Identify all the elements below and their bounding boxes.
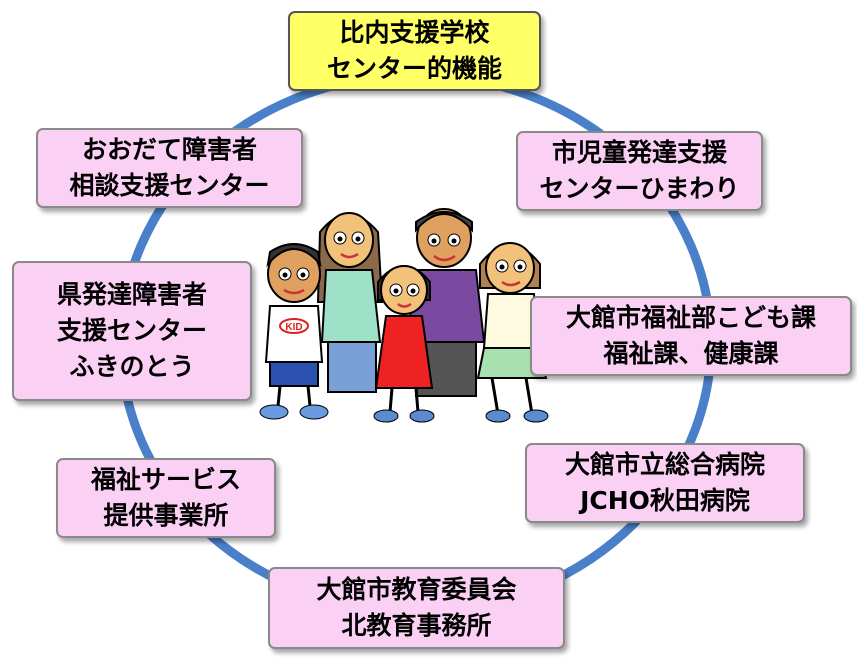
node-prefectural-developmental-support-center: 県発達障害者 支援センター ふきのとう <box>12 261 252 401</box>
family-illustration: KID <box>259 208 549 423</box>
node-line-2: センターひまわり <box>539 174 740 203</box>
node-line-1: 県発達障害者 <box>56 279 207 309</box>
boy-figure: KID <box>259 243 329 420</box>
node-welfare-service-providers: 福祉サービス 提供事業所 <box>56 458 276 538</box>
shirt-text: KID <box>285 322 302 333</box>
node-line-1: 福祉サービス <box>90 464 241 494</box>
node-line-2: 北教育事務所 <box>341 611 492 640</box>
node-line-2: 相談支援センター <box>69 171 270 200</box>
node-city-child-development-center: 市児童発達支援 センターひまわり <box>516 131 763 211</box>
hub-line-2: センター的機能 <box>326 54 502 83</box>
node-line-1: おおだて障害者 <box>81 134 257 164</box>
node-line-1: 大館市立総合病院 <box>564 449 765 479</box>
node-line-1: 大館市教育委員会 <box>316 574 517 604</box>
node-line-1: 市児童発達支援 <box>551 137 727 167</box>
node-line-2: 提供事業所 <box>103 501 229 530</box>
hub-node-hinai-support-school: 比内支援学校 センター的機能 <box>288 11 541 91</box>
girl-figure <box>476 242 549 423</box>
node-hospitals: 大館市立総合病院 JCHO秋田病院 <box>525 443 805 523</box>
node-line-3: ふきのとう <box>69 352 195 382</box>
node-odate-welfare-department: 大館市福祉部こども課 福祉課、健康課 <box>530 296 852 376</box>
child-figure <box>373 265 435 423</box>
hub-line-1: 比内支援学校 <box>339 17 490 47</box>
node-line-2: 支援センター <box>56 315 207 345</box>
woman-figure <box>316 212 384 393</box>
node-odate-consultation-center: おおだて障害者 相談支援センター <box>36 128 303 208</box>
node-line-1: 大館市福祉部こども課 <box>565 302 816 332</box>
node-education-board: 大館市教育委員会 北教育事務所 <box>268 567 565 649</box>
node-line-2: JCHO秋田病院 <box>580 486 750 515</box>
node-line-2: 福祉課、健康課 <box>603 339 779 368</box>
